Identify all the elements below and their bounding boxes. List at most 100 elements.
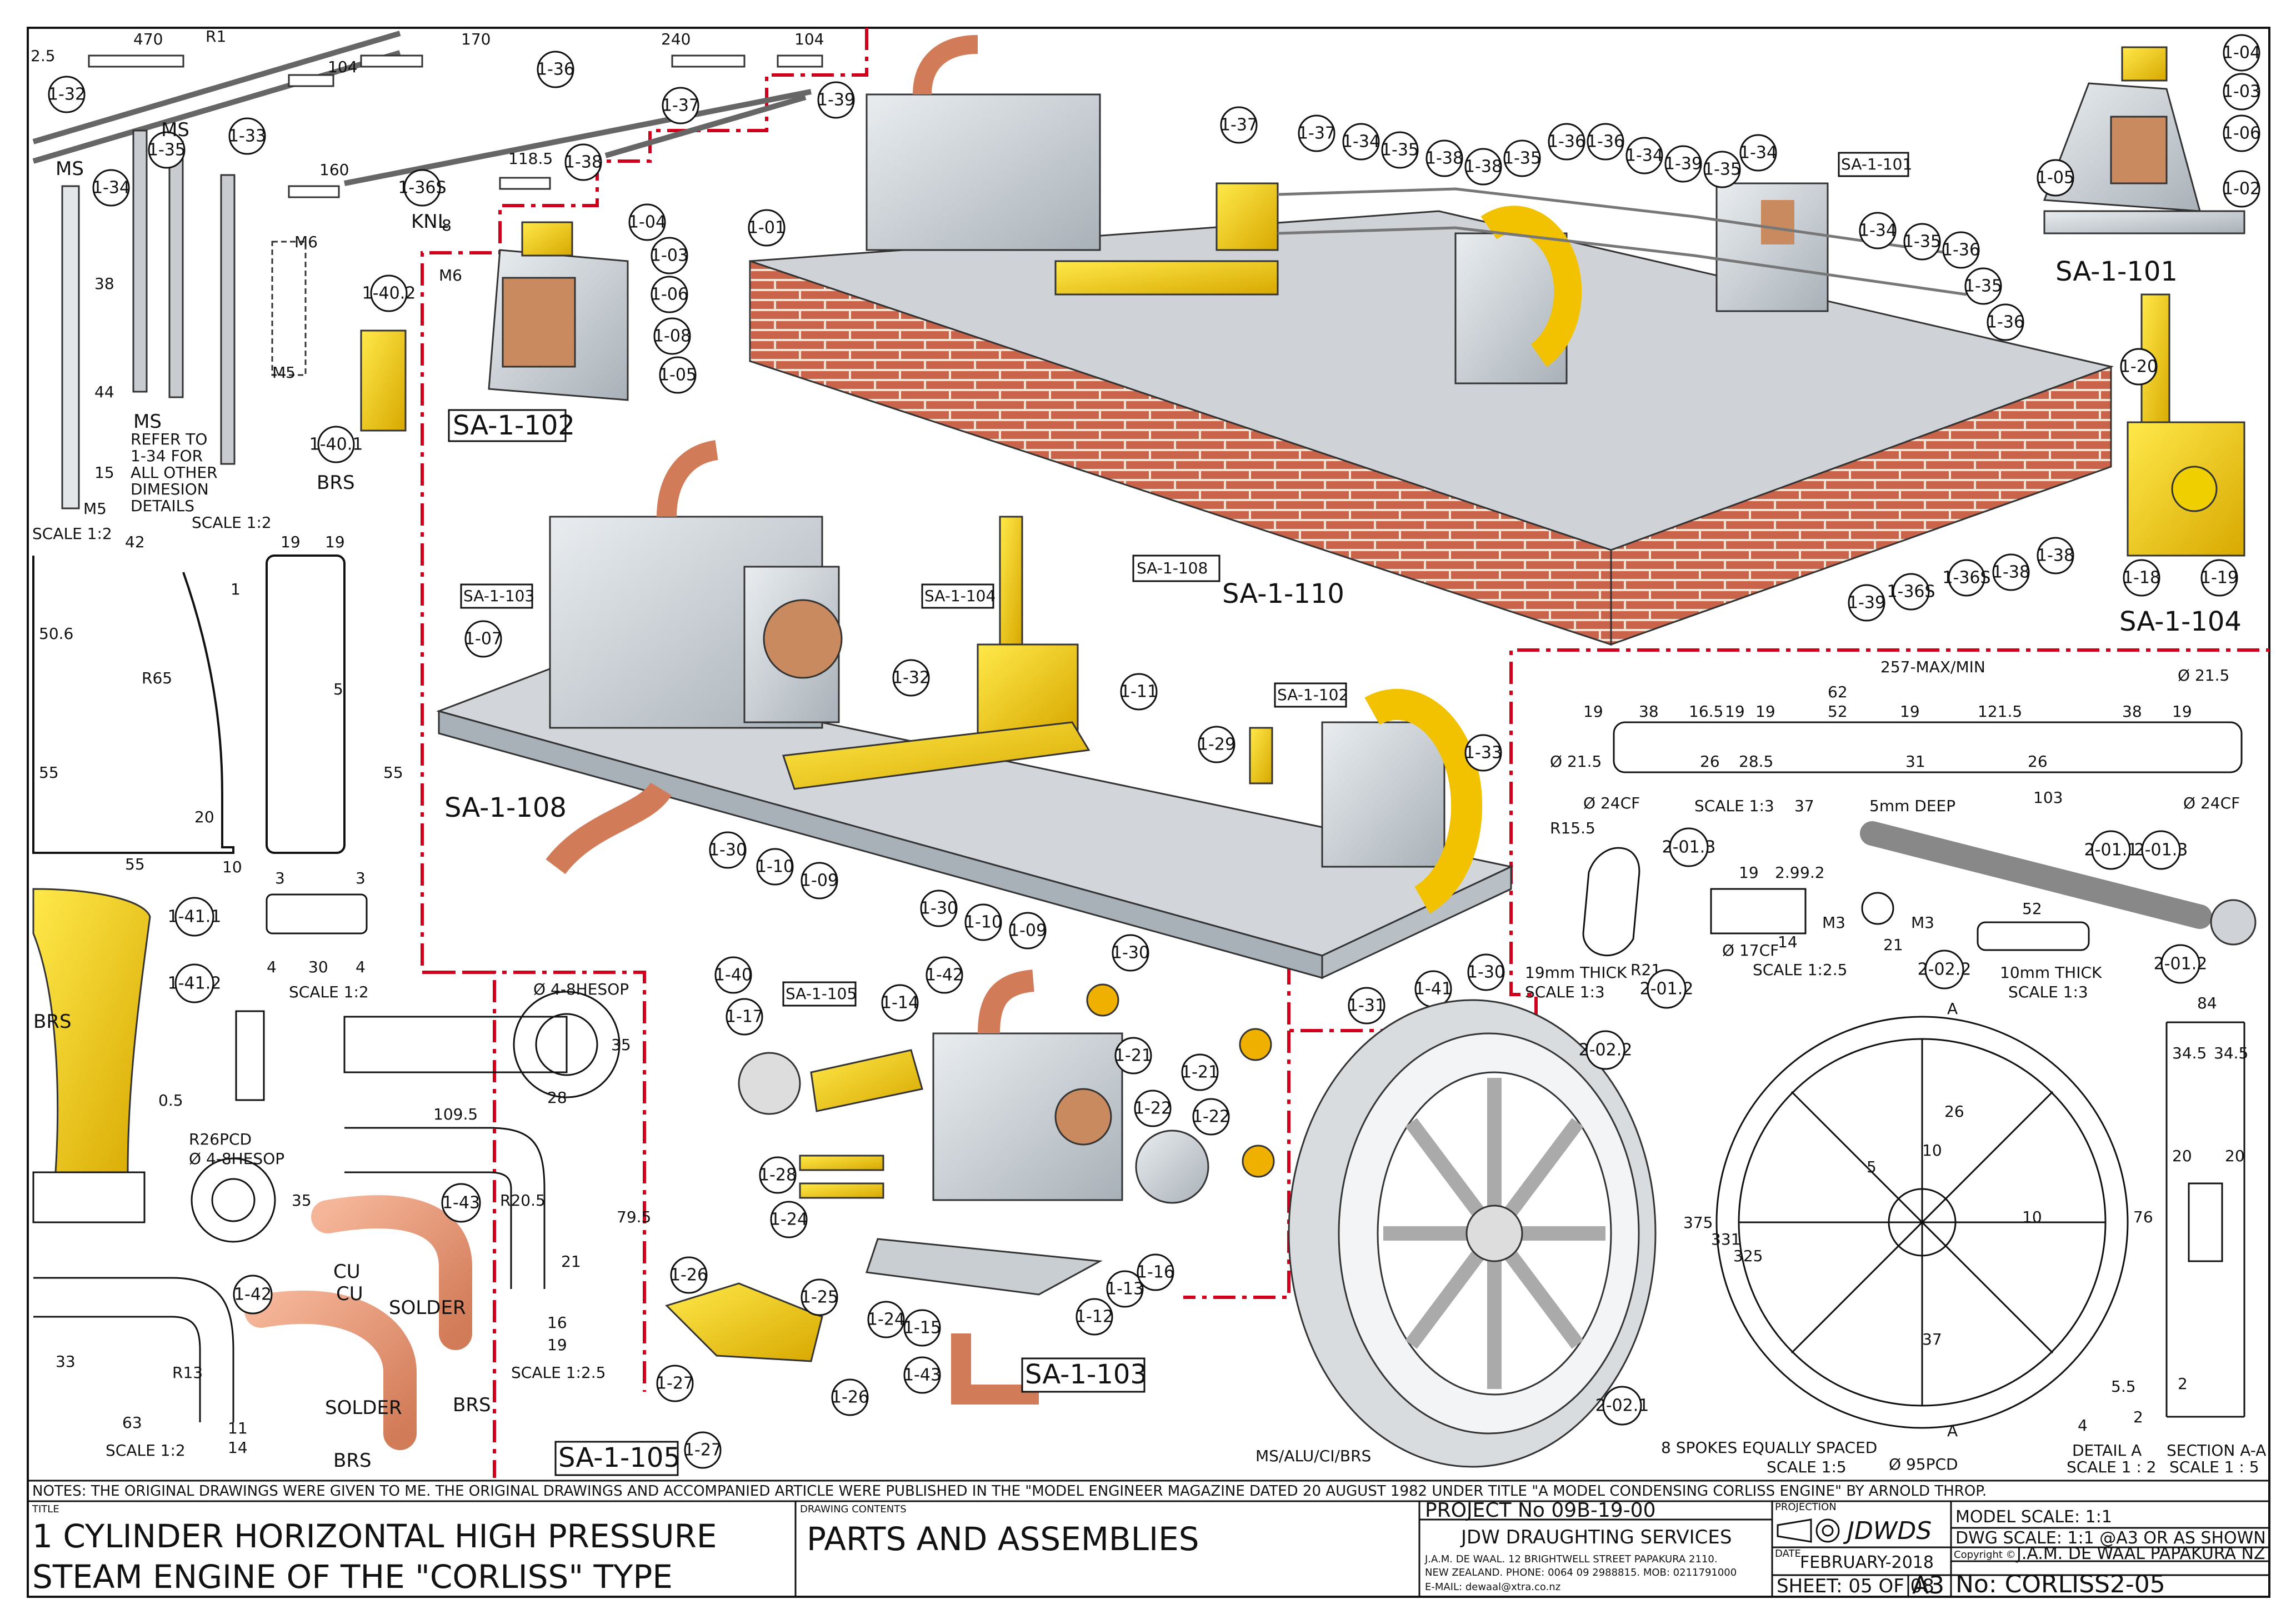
svg-text:50.6: 50.6 bbox=[39, 624, 73, 643]
callout-1-36e: 1-36 bbox=[1987, 303, 2024, 341]
svg-text:1-03: 1-03 bbox=[2223, 82, 2260, 102]
svg-text:1-04: 1-04 bbox=[2223, 43, 2260, 63]
svg-text:16.5: 16.5 bbox=[1689, 702, 1723, 721]
copyright: J.A.M. DE WAAL PAPAKURA NZ bbox=[2015, 1544, 2265, 1563]
svg-text:2.9: 2.9 bbox=[1775, 863, 1800, 882]
svg-text:1-21: 1-21 bbox=[1181, 1063, 1219, 1082]
guard-detail: 42 50.6 R65 55 55 20 10 19 19 55 1 5 bbox=[32, 533, 403, 876]
svg-text:SOLDER: SOLDER bbox=[325, 1397, 402, 1419]
callout-1-34c: 1-34 bbox=[1625, 137, 1663, 174]
svg-text:2: 2 bbox=[2178, 1375, 2188, 1393]
sheet-border bbox=[27, 27, 2270, 1598]
email: E-MAIL: dewaal@xtra.co.nz bbox=[1425, 1581, 1560, 1593]
svg-text:14: 14 bbox=[228, 1438, 248, 1457]
callout-1-20: 1-20 bbox=[2120, 348, 2158, 386]
svg-text:52: 52 bbox=[1828, 702, 1848, 721]
svg-text:20: 20 bbox=[2172, 1147, 2192, 1165]
svg-text:BRS: BRS bbox=[33, 1011, 72, 1033]
dwg-scale: DWG SCALE: 1:1 @A3 OR AS SHOWN bbox=[1955, 1528, 2266, 1548]
callout-1-10b: 1-10 bbox=[964, 903, 1002, 941]
svg-text:1: 1 bbox=[231, 580, 241, 598]
svg-text:331: 331 bbox=[1711, 1230, 1740, 1248]
svg-text:SA-1-102: SA-1-102 bbox=[453, 410, 575, 441]
svg-text:1-30: 1-30 bbox=[1467, 963, 1505, 982]
svg-text:21: 21 bbox=[1883, 936, 1903, 954]
sa-1-103-exploded: SA-1-103 SA-1-105 SA-1-105 1-40 1-17 1-1… bbox=[554, 956, 1275, 1476]
svg-text:MS: MS bbox=[56, 158, 84, 180]
svg-text:R13: R13 bbox=[172, 1363, 203, 1382]
rod-dims: 470 170 240 104 104 160 118.5 R1 2.5 38 … bbox=[31, 27, 824, 543]
svg-text:2-01.2: 2-01.2 bbox=[2154, 955, 2208, 974]
svg-text:1-08: 1-08 bbox=[653, 327, 691, 346]
svg-text:1-34: 1-34 bbox=[1739, 143, 1777, 163]
crankshaft-detail: 257-MAX/MIN Ø 21.5 62 52 19 38 16.5 19 1… bbox=[1525, 658, 2257, 1009]
svg-text:SCALE 1:3: SCALE 1:3 bbox=[2008, 983, 2088, 1001]
svg-text:19: 19 bbox=[1725, 702, 1745, 721]
svg-text:R15.5: R15.5 bbox=[1550, 819, 1595, 837]
svg-text:SCALE 1:2: SCALE 1:2 bbox=[106, 1441, 186, 1460]
callout-1-41: 1-41 bbox=[1414, 970, 1452, 1008]
svg-text:SA-1-101: SA-1-101 bbox=[1841, 155, 1912, 173]
svg-text:118.5: 118.5 bbox=[508, 149, 553, 168]
svg-text:M6: M6 bbox=[439, 266, 462, 284]
svg-text:1-35: 1-35 bbox=[1381, 141, 1419, 160]
svg-text:1-22: 1-22 bbox=[1192, 1107, 1230, 1127]
svg-text:1-15: 1-15 bbox=[903, 1318, 941, 1338]
callout-1-05b: 1-05 bbox=[2037, 159, 2074, 197]
svg-text:ALL OTHER: ALL OTHER bbox=[131, 463, 218, 482]
svg-text:1-37: 1-37 bbox=[1298, 124, 1335, 143]
callout-1-24: 1-24 bbox=[770, 1201, 808, 1238]
svg-text:CU: CU bbox=[336, 1283, 363, 1305]
sa-1-104-assembly: SA-1-104 1-20 1-18 1-19 bbox=[2119, 293, 2245, 637]
svg-text:1-33: 1-33 bbox=[228, 127, 266, 146]
callout-1-39c: 1-39 bbox=[1848, 584, 1885, 622]
svg-text:1-38: 1-38 bbox=[1425, 149, 1463, 168]
svg-text:3: 3 bbox=[356, 869, 366, 887]
svg-text:1-32: 1-32 bbox=[48, 85, 86, 104]
callout-1-32: 1-32 bbox=[48, 76, 86, 113]
title-block: TITLE 1 CYLINDER HORIZONTAL HIGH PRESSUR… bbox=[32, 1499, 2269, 1600]
svg-text:1-04: 1-04 bbox=[628, 213, 666, 232]
svg-text:SA-1-110: SA-1-110 bbox=[1222, 578, 1344, 609]
copyright-caption: Copyright © bbox=[1954, 1549, 2016, 1561]
projection-symbol-icon bbox=[1777, 1518, 1840, 1543]
svg-text:38: 38 bbox=[94, 274, 114, 293]
svg-text:76: 76 bbox=[2133, 1208, 2153, 1226]
svg-text:4: 4 bbox=[267, 958, 277, 976]
svg-text:1-16: 1-16 bbox=[1137, 1263, 1174, 1282]
svg-text:Ø 95PCD: Ø 95PCD bbox=[1889, 1455, 1958, 1473]
svg-text:52: 52 bbox=[2022, 900, 2042, 918]
svg-text:1-38: 1-38 bbox=[1992, 563, 2030, 582]
svg-text:Ø 24CF: Ø 24CF bbox=[2183, 794, 2240, 812]
svg-text:1-27: 1-27 bbox=[656, 1374, 694, 1393]
svg-text:10: 10 bbox=[222, 858, 242, 876]
callout-1-15: 1-15 bbox=[903, 1309, 941, 1347]
svg-text:5mm DEEP: 5mm DEEP bbox=[1869, 797, 1955, 815]
svg-text:1-36: 1-36 bbox=[1942, 241, 1980, 260]
svg-text:19: 19 bbox=[1900, 702, 1920, 721]
svg-text:M6: M6 bbox=[294, 233, 318, 251]
svg-text:1-38: 1-38 bbox=[2037, 546, 2074, 566]
svg-text:1-40.2: 1-40.2 bbox=[362, 284, 416, 303]
callout-1-13: 1-13 bbox=[1106, 1270, 1144, 1308]
svg-text:4: 4 bbox=[2078, 1416, 2088, 1435]
callout-1-18: 1-18 bbox=[2123, 559, 2160, 597]
svg-text:2: 2 bbox=[2133, 1408, 2143, 1426]
svg-text:10: 10 bbox=[2022, 1208, 2042, 1226]
callout-1-40-2: 1-40.2 bbox=[362, 274, 416, 312]
svg-text:1-09: 1-09 bbox=[1009, 921, 1047, 941]
svg-text:44: 44 bbox=[94, 383, 114, 401]
svg-text:DETAIL A: DETAIL A bbox=[2072, 1441, 2142, 1460]
callout-1-36d: 1-36 bbox=[1942, 231, 1980, 269]
svg-text:1-40.1: 1-40.1 bbox=[309, 435, 363, 454]
svg-text:9.2: 9.2 bbox=[1800, 863, 1825, 882]
svg-text:30: 30 bbox=[308, 958, 328, 976]
callout-2-01-3b: 2-01.3 bbox=[1662, 827, 1715, 867]
svg-text:Ø 17CF: Ø 17CF bbox=[1722, 941, 1779, 960]
svg-text:3: 3 bbox=[275, 869, 285, 887]
svg-text:M3: M3 bbox=[1822, 913, 1845, 932]
svg-text:1-39: 1-39 bbox=[817, 91, 855, 110]
svg-text:2-02.2: 2-02.2 bbox=[1579, 1041, 1633, 1060]
drawing-contents: PARTS AND ASSEMBLIES bbox=[807, 1520, 1199, 1558]
callout-1-38d: 1-38 bbox=[1992, 553, 2030, 591]
